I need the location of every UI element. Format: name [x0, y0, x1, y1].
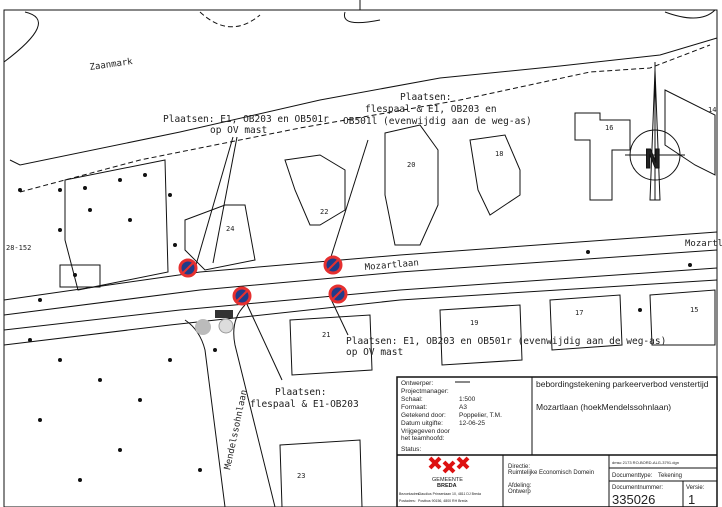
house-number: 17: [575, 309, 583, 317]
label: Postbus 90156, 4800 RH Breda: [418, 499, 467, 503]
house-number: 15: [690, 306, 698, 314]
label: A3: [459, 404, 467, 411]
house-number: 20: [407, 161, 415, 169]
street-label-mendelssohnlaan: Mendelssohnlaan: [223, 389, 250, 471]
label: Ontwerp: [508, 489, 531, 495]
drawing-subtitle: Mozartlaan (hoekMendelssohnlaan): [536, 402, 671, 412]
label: Versie:: [686, 485, 705, 491]
house-number: 22: [320, 208, 328, 216]
north-arrow: N: [625, 62, 685, 201]
version-number: 1: [688, 492, 695, 507]
label: Documenttype:: [612, 473, 653, 479]
label: Bezoekadres:: [399, 492, 420, 496]
house-number: 18: [495, 150, 503, 158]
annotation-3: Plaatsen: E1, OB203 en OB501r (evenwijdi…: [346, 336, 666, 358]
label: het teamhoofd:: [401, 435, 445, 442]
label: Projectmanager:: [401, 388, 449, 395]
house-number: 14: [708, 106, 716, 114]
label: Getekend door:: [401, 412, 446, 419]
label: Plaatsen:: [400, 92, 451, 103]
label: 12-06-25: [459, 420, 485, 427]
house-number: 16: [605, 124, 613, 132]
label: Poppelier, T.M.: [459, 412, 502, 419]
label: flespaal & E1, OB203 en: [365, 104, 497, 115]
house-number: 19: [470, 319, 478, 327]
label: op OV mast: [210, 125, 267, 136]
label: Documentnummer:: [612, 485, 663, 491]
label: Plaatsen: E1, OB203 en OB501r (evenwijdi…: [346, 336, 666, 347]
parking-ban-sign: [178, 258, 198, 278]
annotation-1: Plaatsen: E1, OB203 en OB501r op OV mast: [163, 114, 329, 136]
label: BREDA: [437, 483, 457, 489]
label: Vrijgegeven door: [401, 428, 451, 435]
label: 1:500: [459, 396, 476, 403]
house-number: 28-152: [6, 244, 31, 252]
label: Datum uitgifte:: [401, 420, 443, 427]
label: op OV mast: [346, 347, 403, 358]
north-label: N: [645, 145, 661, 175]
annotation-2: Plaatsen: flespaal & E1, OB203 en OB501l…: [343, 92, 532, 127]
street-label-mozartl: Mozartl: [685, 239, 722, 249]
street-label-zaanmark: Zaanmark: [89, 57, 134, 73]
label: Plaatsen:: [275, 387, 326, 398]
label: OB501l (evenwijdig aan de weg-as): [343, 116, 532, 127]
annotation-4: Plaatsen: flespaal & E1-OB203: [250, 387, 359, 410]
parking-ban-sign: [323, 255, 343, 275]
label: GEMEENTE: [432, 477, 463, 483]
label: Afdeling:: [508, 483, 532, 489]
label: Schaal:: [401, 396, 423, 403]
label: Formaat:: [401, 404, 427, 411]
house-number: 23: [297, 472, 305, 480]
label: flespaal & E1-OB203: [250, 399, 359, 410]
label: Plaatsen: E1, OB203 en OB501r: [163, 114, 329, 125]
title-block: Ontwerper: Projectmanager: Schaal:1:500 …: [396, 376, 718, 507]
label: Status:: [401, 446, 421, 453]
street-label-mozartlaan: Mozartlaan: [364, 258, 419, 273]
drawing-title: bebordingstekening parkeerverbod venster…: [536, 379, 709, 389]
label: Directie:: [508, 464, 530, 470]
parking-ban-sign: [328, 284, 348, 304]
parking-ban-sign: [232, 286, 252, 306]
house-number: 24: [226, 225, 234, 233]
document-number: 335026: [612, 492, 655, 507]
label: Tekening: [658, 473, 682, 479]
label: Ontwerper:: [401, 380, 433, 387]
label: Claudius Prinsenlaan 10, 4811 DJ Breda: [418, 492, 481, 496]
house-number: 21: [322, 331, 330, 339]
label: dmsc 2173 RO-BORD-ALG-3791.dgn: [612, 460, 679, 465]
breda-logo: [428, 456, 470, 474]
label: Ruimtelijke Economisch Domein: [508, 470, 594, 476]
label: Postadres:: [399, 499, 416, 503]
